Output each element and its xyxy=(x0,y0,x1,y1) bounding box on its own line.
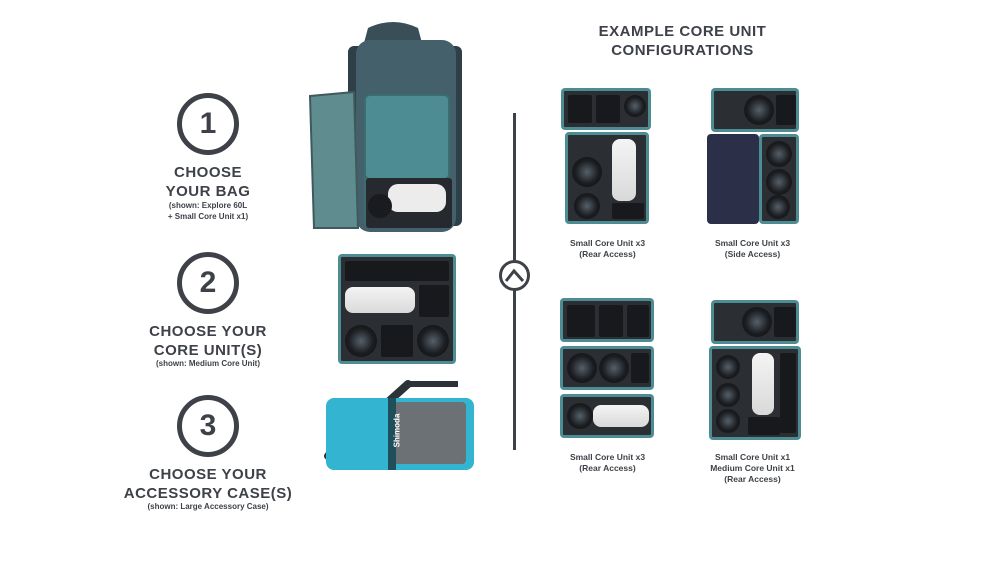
step-1-number-circle: 1 xyxy=(177,93,239,155)
core-unit-compartment xyxy=(631,353,649,383)
white-telephoto-lens xyxy=(612,139,636,201)
lens xyxy=(345,325,377,357)
config-3-caption: Small Core Unit x3 (Rear Access) xyxy=(545,452,670,474)
vertical-divider-bottom xyxy=(513,290,516,450)
accessory-case-illustration xyxy=(324,380,474,470)
lens xyxy=(417,325,449,357)
configurations-heading: EXAMPLE CORE UNIT CONFIGURATIONS xyxy=(585,22,780,60)
lens xyxy=(742,307,772,337)
small-core-unit xyxy=(759,134,799,224)
lens xyxy=(572,157,602,187)
step-3-title: CHOOSE YOUR ACCESSORY CASE(S) xyxy=(108,465,308,503)
config-2-caption-line-1: Small Core Unit x3 xyxy=(714,238,791,248)
core-unit-compartment xyxy=(381,325,413,357)
step-1-number: 1 xyxy=(199,107,217,140)
white-telephoto-lens xyxy=(345,287,415,313)
small-core-unit xyxy=(560,394,654,438)
step-1-title: CHOOSE YOUR BAG xyxy=(120,163,296,201)
lens xyxy=(766,141,792,167)
config-4-caption: Small Core Unit x1 Medium Core Unit x1 (… xyxy=(690,452,815,485)
lens xyxy=(716,383,740,407)
accessory-case-image: Shimoda xyxy=(318,376,480,472)
small-core-unit xyxy=(711,300,799,344)
step-2-title-line-2: CORE UNIT(S) xyxy=(153,342,263,359)
backpack-illustration xyxy=(308,22,462,232)
lens xyxy=(599,353,629,383)
core-unit-compartment xyxy=(774,307,796,337)
lens xyxy=(574,193,600,219)
core-unit-compartment xyxy=(596,95,620,123)
core-unit-compartment xyxy=(612,203,644,219)
core-unit-compartment xyxy=(776,95,796,125)
lens xyxy=(567,403,593,429)
white-telephoto-lens xyxy=(752,353,774,415)
core-unit-compartment xyxy=(419,285,449,317)
config-2-image xyxy=(707,88,801,224)
config-3-caption-line-2: (Rear Access) xyxy=(579,463,636,473)
config-2-caption-line-2: (Side Access) xyxy=(724,249,781,259)
brand-logo-icon xyxy=(499,260,530,291)
config-1-caption-line-1: Small Core Unit x3 xyxy=(569,238,646,248)
backpack-image xyxy=(308,18,478,236)
step-2-title: CHOOSE YOUR CORE UNIT(S) xyxy=(110,322,306,360)
config-4-image xyxy=(709,300,801,440)
lens xyxy=(766,195,790,219)
config-1-image xyxy=(561,88,651,224)
lens xyxy=(766,169,792,195)
config-1-caption-line-2: (Rear Access) xyxy=(579,249,636,259)
small-core-unit xyxy=(711,88,799,132)
white-telephoto-lens xyxy=(593,405,649,427)
config-1-caption: Small Core Unit x3 (Rear Access) xyxy=(545,238,670,260)
small-core-unit xyxy=(560,298,654,342)
step-3-number: 3 xyxy=(199,409,217,442)
step-3-title-line-1: CHOOSE YOUR xyxy=(149,466,267,483)
step-1-subtitle-line-2: + Small Core Unit x1) xyxy=(167,212,249,221)
step-2-subtitle: (shown: Medium Core Unit) xyxy=(110,358,306,369)
step-1-title-line-2: YOUR BAG xyxy=(165,183,251,200)
accessory-case-brand: Shimoda xyxy=(392,413,402,448)
core-unit-compartment xyxy=(568,95,592,123)
config-3-caption-line-1: Small Core Unit x3 xyxy=(569,452,646,462)
lens xyxy=(716,355,740,379)
core-unit-compartment xyxy=(599,305,623,337)
step-3-title-line-2: ACCESSORY CASE(S) xyxy=(123,485,293,502)
configurations-heading-line-1: EXAMPLE CORE UNIT xyxy=(598,23,767,40)
small-core-unit xyxy=(561,88,651,130)
core-unit-compartment xyxy=(627,305,649,337)
configurations-heading-line-2: CONFIGURATIONS xyxy=(611,42,754,59)
lens xyxy=(624,95,646,117)
step-3-subtitle: (shown: Large Accessory Case) xyxy=(108,501,308,512)
lens xyxy=(744,95,774,125)
config-4-caption-line-1: Small Core Unit x1 xyxy=(714,452,791,462)
core-unit-compartment xyxy=(780,353,796,433)
vertical-divider-top xyxy=(513,113,516,261)
config-2-caption: Small Core Unit x3 (Side Access) xyxy=(690,238,815,260)
core-unit-compartment xyxy=(748,417,780,435)
small-core-unit xyxy=(565,132,649,224)
medium-core-unit xyxy=(709,346,801,440)
core-unit-compartment xyxy=(345,261,449,281)
step-2-title-line-1: CHOOSE YOUR xyxy=(149,323,267,340)
step-1-title-line-1: CHOOSE xyxy=(173,164,242,181)
side-access-panel xyxy=(707,134,759,224)
small-core-unit xyxy=(560,346,654,390)
lens xyxy=(567,353,597,383)
config-4-caption-line-2: Medium Core Unit x1 xyxy=(710,463,795,473)
step-2-subtitle-line-1: (shown: Medium Core Unit) xyxy=(156,359,260,368)
step-1-subtitle: (shown: Explore 60L + Small Core Unit x1… xyxy=(120,200,296,222)
core-unit-compartment xyxy=(567,305,595,337)
step-3-number-circle: 3 xyxy=(177,395,239,457)
medium-core-unit-image xyxy=(338,254,456,364)
step-2-number-circle: 2 xyxy=(177,252,239,314)
lens xyxy=(716,409,740,433)
step-2-number: 2 xyxy=(199,266,217,299)
config-3-image xyxy=(560,298,656,438)
config-4-caption-line-3: (Rear Access) xyxy=(724,474,781,484)
step-1-subtitle-line-1: (shown: Explore 60L xyxy=(168,201,248,210)
step-3-subtitle-line-1: (shown: Large Accessory Case) xyxy=(147,502,269,511)
